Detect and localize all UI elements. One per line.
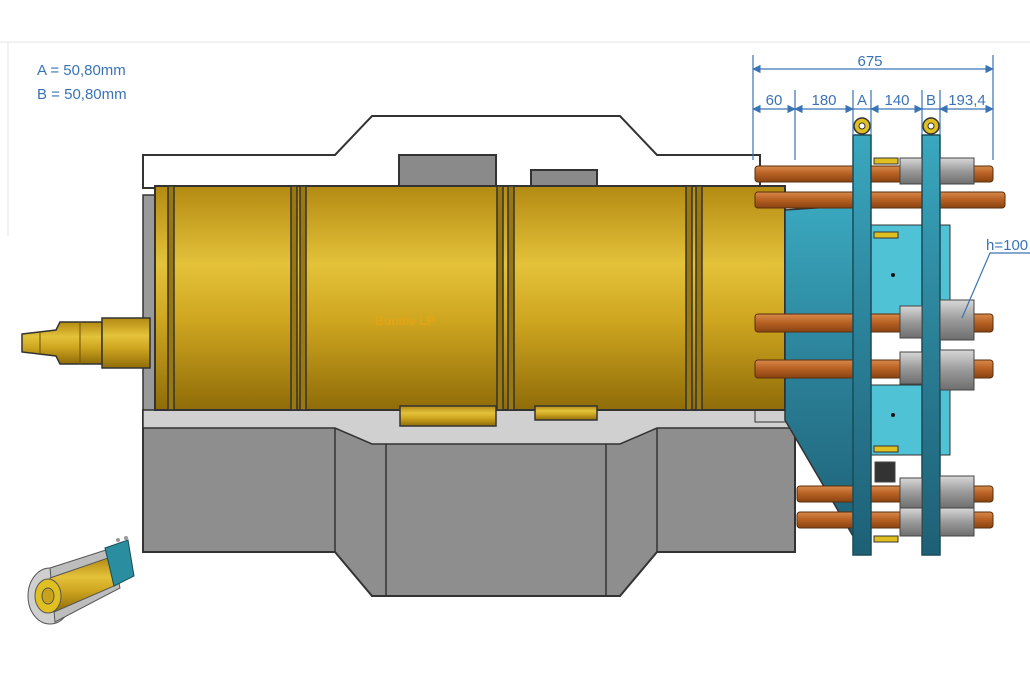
dim-total: 675 xyxy=(857,53,882,70)
nozzle-base xyxy=(101,317,151,369)
end-cap xyxy=(142,194,156,411)
bundle-cylinder xyxy=(154,185,786,411)
dim-seg-4: 193,4 xyxy=(948,92,986,109)
isometric-thumbnail xyxy=(27,536,135,625)
note-a: A = 50,80mm xyxy=(37,62,126,79)
flange-b xyxy=(921,134,941,556)
dimension-lines xyxy=(752,55,1030,319)
hex-nuts xyxy=(874,157,975,537)
flange-a xyxy=(852,134,872,556)
dim-seg-b: B xyxy=(926,92,936,109)
connector-tabs xyxy=(873,157,899,543)
dim-seg-2: 180 xyxy=(811,92,836,109)
dim-seg-1: 60 xyxy=(766,92,783,109)
bundle-rings xyxy=(167,185,703,411)
nozzle xyxy=(21,321,103,365)
dim-seg-3: 140 xyxy=(884,92,909,109)
height-note: h=100 xyxy=(986,237,1028,254)
part-label: Bundle LP xyxy=(375,314,434,328)
eye-bolts xyxy=(853,117,940,135)
note-b: B = 50,80mm xyxy=(37,86,127,103)
dim-seg-a: A xyxy=(857,92,867,109)
lower-housing-top-face xyxy=(142,410,796,445)
